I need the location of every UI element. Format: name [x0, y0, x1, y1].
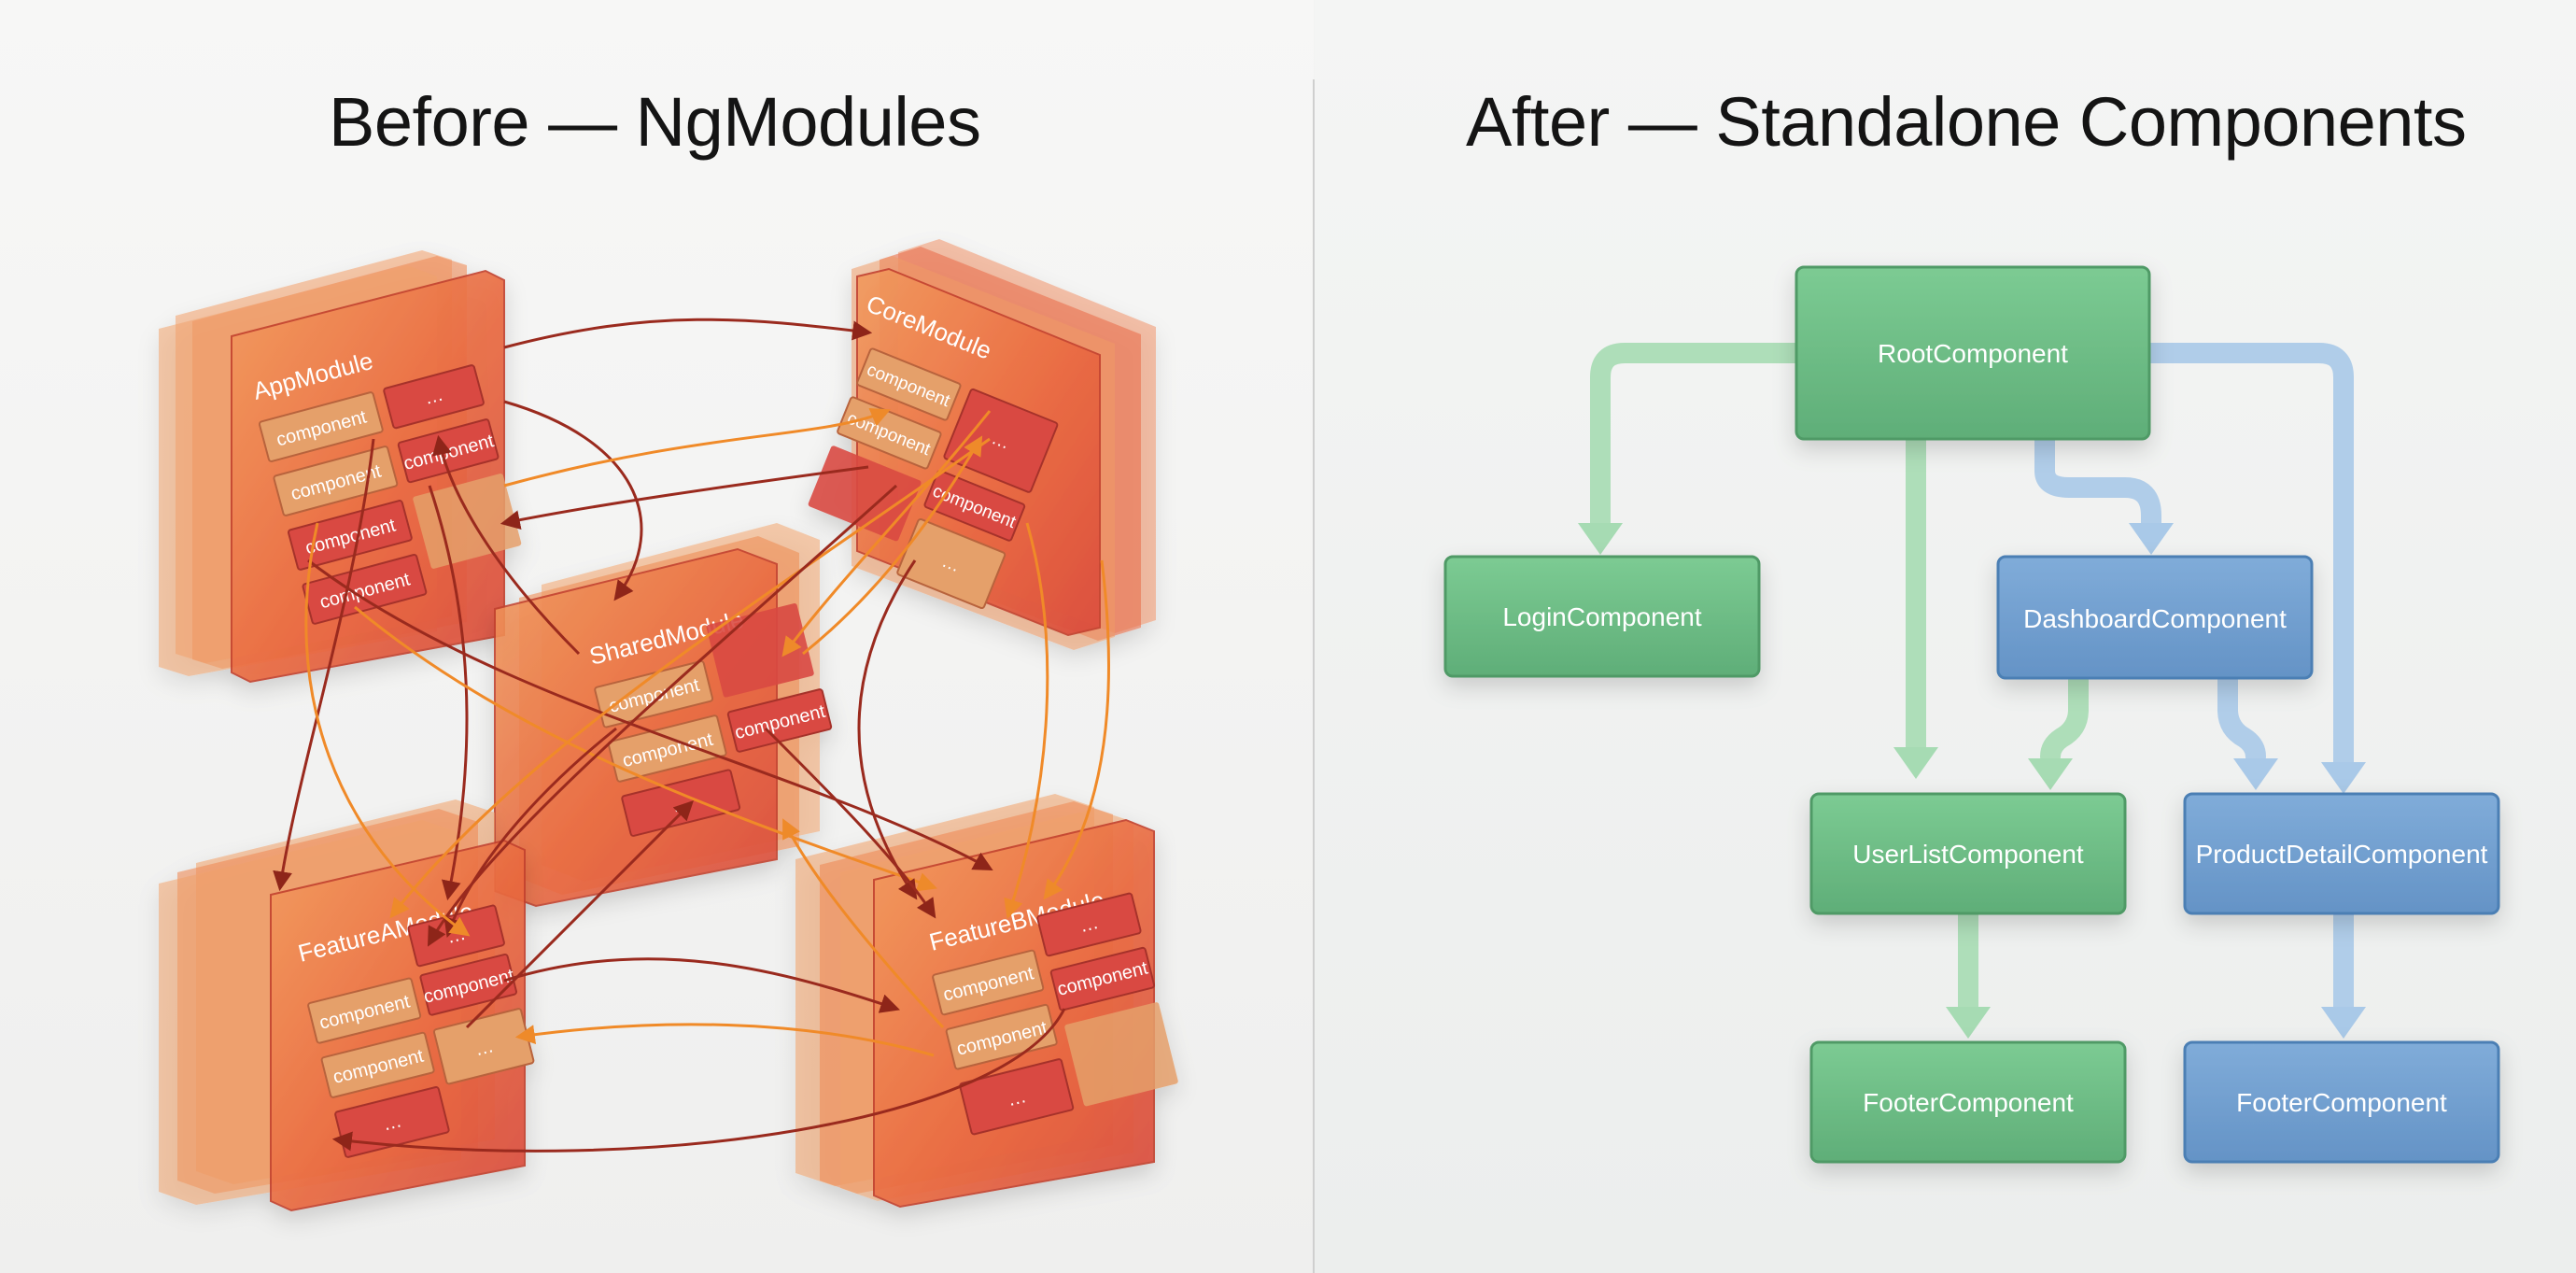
link-app-featureb — [354, 605, 937, 892]
core-module: CoreModule component … component compone… — [808, 239, 1156, 650]
arrowhead-dashboard-productdetail — [2233, 758, 2278, 790]
arrowhead-root-dashboard — [2129, 523, 2174, 555]
arrowhead-root-productdetail — [2321, 762, 2366, 794]
app-module: AppModule component … component componen… — [159, 250, 522, 684]
arrowhead-root-login — [1578, 523, 1623, 555]
link-core-app — [500, 465, 869, 530]
node-userlist: UserListComponent — [1809, 792, 2127, 915]
node-root: RootComponent — [1795, 265, 2151, 441]
shared-module: SharedModule component component compone… — [494, 523, 833, 908]
arrowhead-dashboard-userlist — [2028, 758, 2073, 790]
link-app-featurea-3 — [304, 522, 471, 937]
link-app-core-2 — [503, 407, 891, 488]
link-core-featureb-3 — [1043, 559, 1110, 900]
before-title: Before — NgModules — [329, 83, 981, 161]
after-title: After — Standalone Components — [1466, 83, 2467, 161]
node-login-label: LoginComponent — [1502, 602, 1701, 631]
link-shared-featureb — [764, 727, 936, 919]
link-core-featurea — [389, 437, 991, 919]
arrowhead-root-userlist — [1893, 747, 1938, 779]
node-dashboard-label: DashboardComponent — [2023, 604, 2287, 633]
link-featurea-featureb — [503, 957, 900, 1013]
node-footer-blue: FooterComponent — [2183, 1040, 2500, 1164]
link-core-featureb-2 — [1004, 522, 1049, 919]
arrow-dashboard-productdetail — [2217, 670, 2266, 767]
node-footer-blue-label: FooterComponent — [2236, 1088, 2447, 1117]
node-dashboard: DashboardComponent — [1996, 555, 2314, 680]
node-userlist-label: UserListComponent — [1852, 840, 2084, 869]
node-productdetail-label: ProductDetailComponent — [2196, 840, 2488, 869]
node-root-label: RootComponent — [1878, 339, 2068, 368]
node-footer-green-label: FooterComponent — [1863, 1088, 2074, 1117]
link-app-shared — [503, 400, 643, 601]
node-login: LoginComponent — [1443, 555, 1761, 678]
arrowhead-userlist-footer — [1946, 1007, 1991, 1039]
link-app-featureb-2 — [307, 559, 993, 871]
arrowhead-productdetail-footer — [2321, 1007, 2366, 1039]
tree-arrows — [1578, 343, 2366, 1039]
link-core-shared — [781, 410, 992, 658]
link-app-featurea — [273, 438, 375, 892]
link-core-featureb — [857, 559, 918, 900]
link-core-featurea-2 — [427, 484, 898, 947]
node-productdetail: ProductDetailComponent — [2183, 792, 2500, 915]
link-shared-core — [802, 435, 983, 656]
link-shared-featurea — [443, 727, 617, 938]
arrow-root-dashboard — [2034, 429, 2161, 533]
feature-b-module: FeatureBModule component … component com… — [795, 794, 1178, 1209]
dependency-links — [273, 318, 1110, 1153]
link-featureb-featurea — [514, 1023, 935, 1057]
arrow-root-login — [1590, 343, 1807, 533]
arrow-dashboard-userlist — [2040, 670, 2089, 767]
tree-nodes: RootComponent LoginComponent DashboardCo… — [1443, 265, 2500, 1164]
link-app-featurea-2 — [428, 485, 469, 901]
link-app-core — [503, 318, 873, 349]
link-shared-app — [432, 434, 581, 656]
node-footer-green: FooterComponent — [1809, 1040, 2127, 1164]
link-featurea-shared — [465, 800, 694, 1029]
link-featureb-shared — [782, 818, 945, 1029]
ngmodules-group: AppModule component … component componen… — [159, 239, 1178, 1212]
arrow-root-productdetail — [2139, 343, 2354, 772]
link-featureb-featurea-2 — [331, 1008, 1066, 1153]
panel-divider — [1313, 79, 1315, 1273]
